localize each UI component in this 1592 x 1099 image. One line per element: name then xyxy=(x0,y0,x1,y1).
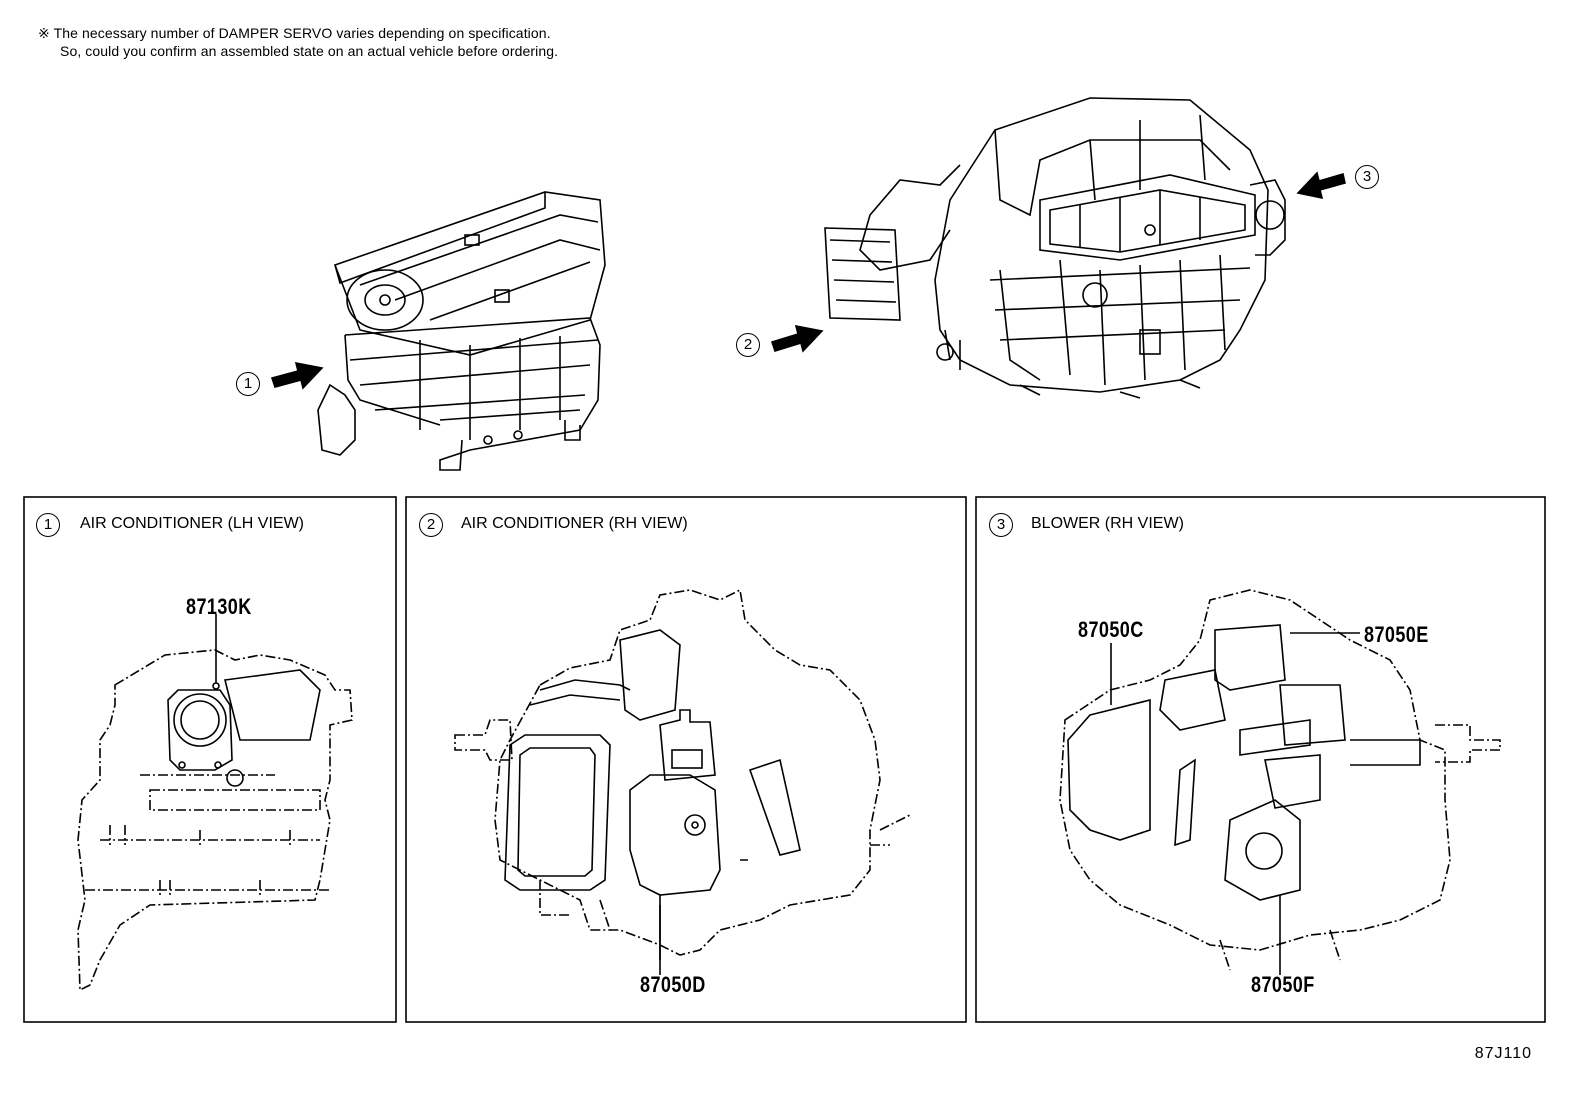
view-arrow-1 xyxy=(270,361,324,390)
view-arrow-3 xyxy=(1296,171,1346,200)
panel-1-frame xyxy=(23,496,397,1023)
figure-id: 87J110 xyxy=(1474,1045,1532,1062)
panel-1-number: 1 xyxy=(36,513,60,537)
panel-3-number: 3 xyxy=(989,513,1013,537)
panel-2-title: AIR CONDITIONER (RH VIEW) xyxy=(461,515,688,532)
part-callout-87050E[interactable]: 87050E xyxy=(1364,622,1429,647)
panel-2-drawing xyxy=(454,588,911,956)
view-marker-2: 2 xyxy=(736,333,760,357)
panel-2-number: 2 xyxy=(419,513,443,537)
specification-note: ※ The necessary number of DAMPER SERVO v… xyxy=(38,24,558,60)
panel-3-blower xyxy=(1067,624,1421,975)
view-marker-1: 1 xyxy=(236,372,260,396)
view-arrow-2 xyxy=(770,324,824,353)
panel-2-duct xyxy=(504,629,801,891)
air-conditioner-lh-illustration xyxy=(317,191,606,471)
panel-2-frame xyxy=(405,496,967,1023)
panel-3-frame xyxy=(975,496,1546,1023)
part-callout-87130K[interactable]: 87130K xyxy=(186,594,252,619)
view-marker-3: 3 xyxy=(1355,165,1379,189)
panel-2-servo xyxy=(629,709,748,975)
part-callout-87050F[interactable]: 87050F xyxy=(1251,972,1315,997)
part-callout-87050C[interactable]: 87050C xyxy=(1078,617,1144,642)
panel-1-title: AIR CONDITIONER (LH VIEW) xyxy=(80,515,305,532)
panel-3-title: BLOWER (RH VIEW) xyxy=(1031,515,1184,532)
note-line-1: ※ The necessary number of DAMPER SERVO v… xyxy=(38,25,551,41)
air-conditioner-rh-illustration xyxy=(824,97,1286,399)
part-callout-87050D[interactable]: 87050D xyxy=(640,972,706,997)
panel-3-drawing xyxy=(1059,589,1501,971)
panel-1-drawing xyxy=(77,649,353,992)
panel-1-servo xyxy=(167,614,321,787)
note-line-2: So, could you confirm an assembled state… xyxy=(60,43,559,59)
